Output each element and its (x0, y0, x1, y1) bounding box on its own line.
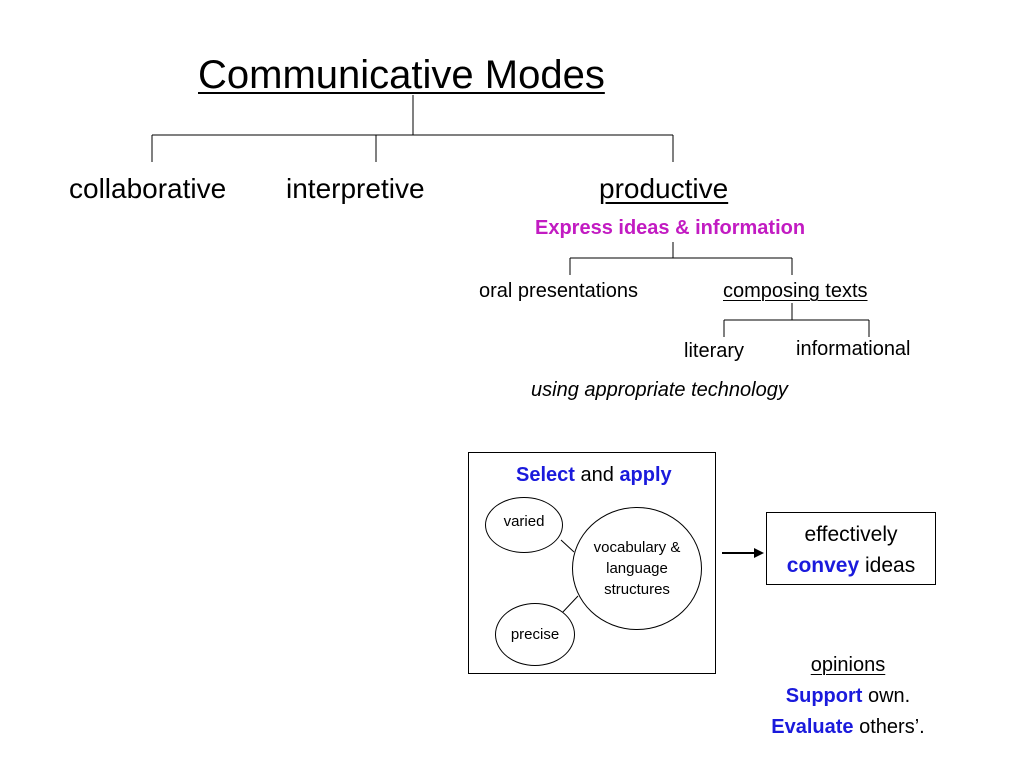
page-title: Communicative Modes (198, 53, 605, 97)
branch-oral-presentations: oral presentations (479, 280, 638, 302)
evaluate-line: Evaluate others’. (740, 712, 956, 743)
vocabulary-line-3: structures (604, 581, 670, 598)
and-word: and (580, 464, 614, 486)
convey-keyword: convey (786, 554, 860, 577)
vocabulary-line-2: language (606, 560, 668, 577)
branch-composing-texts: composing texts (723, 280, 868, 302)
others-word: others’. (859, 716, 925, 738)
mode-productive: productive (599, 173, 729, 204)
own-word: own. (867, 685, 911, 707)
ideas-word: ideas (865, 554, 916, 577)
varied-label: varied (503, 512, 545, 530)
vocabulary-circle: vocabulary & language structures (572, 507, 702, 630)
technology-note: using appropriate technology (531, 379, 788, 401)
support-line: Support own. (740, 681, 956, 712)
convey-line-2: convey ideas (767, 550, 935, 581)
evaluate-keyword: Evaluate (771, 716, 854, 738)
mode-collaborative: collaborative (69, 173, 227, 204)
mode-interpretive: interpretive (286, 173, 425, 204)
apply-keyword: apply (619, 464, 672, 486)
branch-informational: informational (796, 338, 911, 360)
support-keyword: Support (785, 685, 863, 707)
precise-circle: precise (495, 603, 575, 666)
select-apply-heading: Select and apply (516, 465, 672, 485)
vocabulary-line-1: vocabulary & (593, 539, 681, 556)
convey-box: effectively convey ideas (766, 512, 936, 585)
varied-circle: varied (485, 497, 563, 553)
opinions-block: opinions Support own. Evaluate others’. (740, 650, 956, 743)
select-keyword: Select (516, 464, 575, 486)
branch-literary: literary (684, 340, 745, 362)
select-apply-box (468, 452, 716, 674)
productive-description: Express ideas & information (535, 217, 806, 239)
convey-line-1: effectively (804, 523, 898, 546)
opinions-label: opinions (810, 654, 886, 676)
precise-label: precise (510, 626, 560, 643)
